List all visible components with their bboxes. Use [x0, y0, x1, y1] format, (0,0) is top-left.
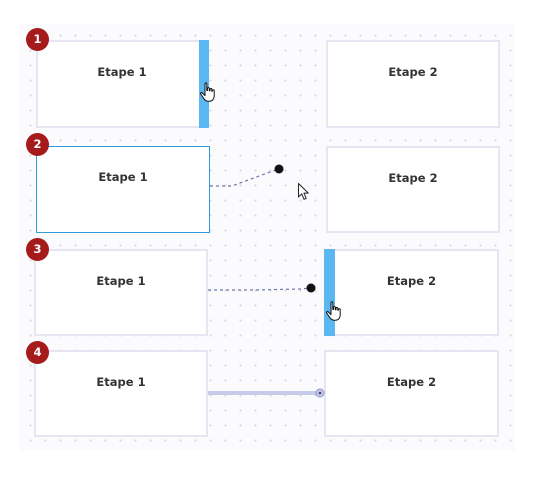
drag-point[interactable] — [306, 283, 316, 293]
connection-handle-target[interactable] — [324, 249, 335, 336]
step-badge-4: 4 — [26, 341, 49, 364]
node-label: Etape 2 — [388, 65, 438, 79]
node-etape-2-row-2[interactable]: Etape 2 — [326, 146, 500, 233]
arrow-pointer-icon — [298, 183, 309, 200]
hand-pointer-icon — [200, 82, 215, 102]
step-badge-1: 1 — [26, 28, 49, 51]
node-etape-1-row-1[interactable]: Etape 1 — [36, 40, 208, 128]
node-etape-2-row-3[interactable]: Etape 2 — [324, 249, 499, 336]
node-etape-1-row-4[interactable]: Etape 1 — [34, 350, 208, 437]
node-label: Etape 1 — [96, 375, 146, 389]
node-etape-2-row-4[interactable]: Etape 2 — [324, 350, 499, 437]
node-label: Etape 1 — [97, 65, 147, 79]
dragging-edge-dashed — [208, 287, 312, 291]
connection-handle-source[interactable] — [199, 40, 209, 128]
step-badge-3: 3 — [26, 238, 49, 261]
node-label: Etape 1 — [96, 274, 146, 288]
drag-point[interactable] — [274, 164, 284, 174]
dragging-edge-dashed — [210, 168, 280, 187]
node-label: Etape 1 — [98, 170, 148, 184]
node-etape-1-row-3[interactable]: Etape 1 — [34, 249, 208, 336]
node-label: Etape 2 — [386, 375, 437, 389]
node-label: Etape 2 — [388, 171, 438, 185]
edge-end-dot — [318, 391, 322, 395]
node-etape-1-row-2-selected[interactable]: Etape 1 — [36, 146, 210, 233]
hand-pointer-icon — [326, 301, 341, 321]
node-etape-2-row-1[interactable]: Etape 2 — [326, 40, 500, 128]
node-label: Etape 2 — [386, 274, 437, 288]
step-badge-2: 2 — [26, 133, 49, 156]
